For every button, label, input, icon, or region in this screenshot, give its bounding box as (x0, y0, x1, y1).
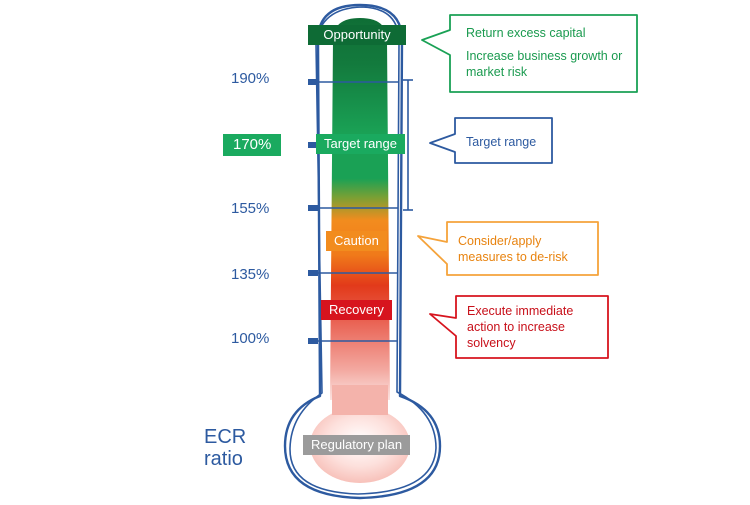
mercury-column (330, 18, 390, 400)
callout-recovery-text: Execute immediate action to increase sol… (467, 304, 574, 350)
tick-mark-155 (308, 205, 318, 211)
zone-label-target-range: Target range (316, 134, 405, 154)
callout-target-text: Target range (466, 135, 537, 149)
tick-mark-190 (308, 79, 318, 85)
target-range-bracket (403, 79, 413, 211)
tick-mark-100 (308, 338, 318, 344)
callout-bubble-recovery (429, 295, 609, 359)
zone-label-regulatory-plan: Regulatory plan (303, 435, 411, 455)
tick-label-100: 100% (231, 330, 270, 347)
callout-opportunity-line-1: Return excess capital (466, 26, 586, 40)
tick-mark-170 (308, 142, 318, 148)
callout-bubble-target (429, 117, 553, 164)
callout-bubble-caution (417, 221, 599, 276)
zone-label-recovery: Recovery (321, 300, 392, 320)
ecr-ratio-label: ECR ratio (204, 426, 247, 470)
callout-bubble-opportunity (421, 14, 638, 93)
tick-label-190: 190% (231, 70, 270, 87)
thermometer-outline-sketch (289, 6, 437, 495)
zone-label-opportunity: Opportunity (308, 25, 406, 45)
tick-marks (308, 79, 318, 344)
callout-caution-text: Consider/apply measures to de-risk (458, 234, 568, 264)
tick-label-135: 135% (231, 266, 270, 283)
thermometer-outline (283, 3, 442, 500)
zone-label-caution: Caution (326, 231, 387, 251)
bulb-neck (332, 385, 388, 415)
tick-label-170: 170% (223, 134, 282, 156)
tick-mark-135 (308, 270, 318, 276)
tick-label-155: 155% (231, 200, 270, 217)
callout-opportunity-line-2: Increase business growth or market risk (466, 49, 623, 79)
